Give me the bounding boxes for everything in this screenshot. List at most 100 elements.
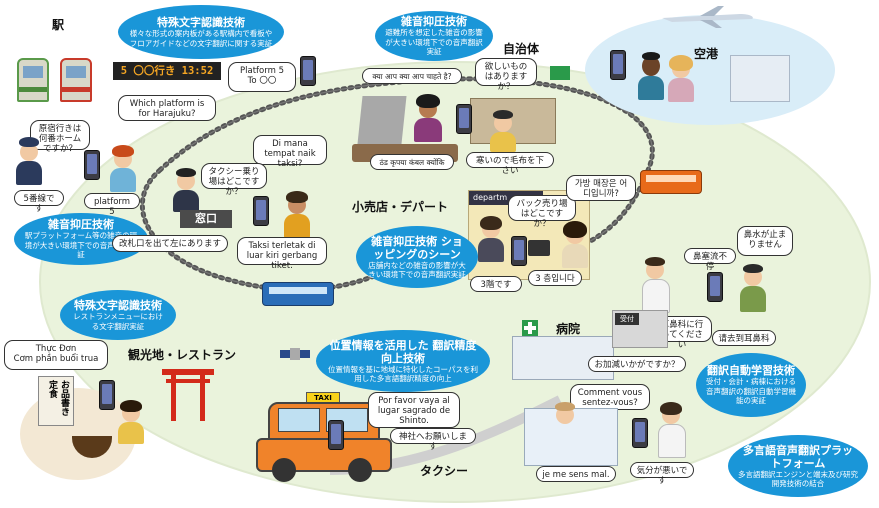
- train-icon: [60, 58, 92, 102]
- municipal-staff-figure: [488, 108, 518, 152]
- phone-icon: [84, 150, 100, 180]
- phone-icon: [707, 272, 723, 302]
- diner-figure: [116, 398, 146, 444]
- traveler-figure: [666, 52, 696, 102]
- airplane-icon: [660, 6, 756, 28]
- patient-figure: [738, 262, 768, 312]
- speech-counter-question-id: Di mana tempat naik taksi?: [253, 135, 327, 169]
- speech-taxi-jp: 神社へお願いします: [390, 428, 476, 452]
- speech-municipality-jp-2: 寒いので毛布を下さい: [466, 152, 554, 176]
- blob-location-translation: 位置情報を活用した 翻訳精度向上技術 位置情報を基に地域に特化したコーパスを利用…: [316, 330, 490, 392]
- phone-icon: [610, 50, 626, 80]
- speech-station-question-en: Which platform is for Harajuku?: [118, 95, 216, 121]
- blob-title: 雑音抑圧技術 ショッピングのシーン: [371, 234, 463, 261]
- speech-shop-ko: 가방 매장은 어디입니까?: [566, 175, 636, 201]
- exit-sign-icon: [550, 66, 570, 80]
- phone-icon: [300, 56, 316, 86]
- shop-staff-figure: [476, 214, 506, 262]
- speech-menu-translation: Thực Đơn Cơm phần buổi trua: [4, 340, 108, 370]
- phone-icon: [511, 236, 527, 266]
- speech-taxi-es: Por favor vaya al lugar sagrado de Shint…: [368, 392, 460, 428]
- speech-station-answer-en: platform 5: [84, 193, 140, 217]
- speech-counter-question-jp: タクシー乗り場はどこですか？: [201, 163, 267, 197]
- speech-counter-answer-jp: 改札口を出て左にあります: [112, 235, 228, 252]
- blob-translation-platform: 多言語音声翻訳プラットフォーム 多言語翻訳エンジンと端末及び研究開発技術の結合: [728, 435, 868, 497]
- phone-icon: [253, 196, 269, 226]
- traveler-figure: [282, 188, 312, 238]
- blob-title: 特殊文字認識技術: [157, 16, 245, 29]
- speech-municipality-hi: क्या आप क्या आप चाहते है?: [362, 68, 462, 84]
- traveler-figure: [636, 48, 666, 100]
- blob-title: 多言語音声翻訳プラットフォーム: [743, 443, 853, 470]
- led-board: 5 〇〇行き 13:52: [113, 62, 221, 80]
- hospital-label: 病院: [556, 322, 581, 336]
- commuter-train-icon: [262, 282, 334, 306]
- torii-gate-icon: [162, 369, 214, 421]
- blob-desc: 駅プラットフォーム等の雑音の環境が大きい環境下での音声翻訳実証: [24, 231, 138, 260]
- speech-ward-jp: お加減いかがですか？: [588, 356, 686, 372]
- blob-noise-suppression-shop: 雑音抑圧技術 ショッピングのシーン 店舗内などの雑音の影響が大きい環境下での音声…: [356, 226, 478, 288]
- blob-auto-learning: 翻訳自動学習技術 受付・会計・病棟における音声翻訳の翻訳自動学習機能の実証: [696, 353, 806, 417]
- speech-hospital-jp: 鼻水が止まりません: [737, 226, 793, 256]
- phone-icon: [328, 420, 344, 450]
- taxi-vehicle: TAXI: [256, 392, 392, 484]
- phone-icon: [456, 104, 472, 134]
- blob-title: 雑音抑圧技術: [48, 218, 114, 232]
- speech-municipality-jp: 欲しいものはありますか？: [475, 58, 537, 92]
- hospital-cross-icon: [522, 320, 538, 336]
- counter-sign: 窓口: [180, 210, 232, 228]
- speech-platform-translation: Platform 5 To 〇〇: [228, 62, 296, 92]
- bedridden-patient-figure: [550, 400, 580, 436]
- airport-building: [730, 55, 790, 102]
- satellite-icon: [280, 346, 310, 362]
- retail-label: 小売店・デパート: [352, 200, 449, 214]
- blob-title: 雑音抑圧技術: [401, 15, 467, 29]
- blob-char-recognition-restaurant: 特殊文字認識技術 レストランメニューにおける文字翻訳実証: [60, 290, 176, 340]
- traveler-figure: [108, 142, 138, 192]
- food-bowl-icon: [72, 436, 112, 458]
- blob-desc: 受付・会計・病棟における音声翻訳の翻訳自動学習機能の実証: [706, 377, 796, 406]
- register-icon: [528, 240, 550, 256]
- reception-counter: 受付: [612, 310, 668, 348]
- blob-desc: 様々な形式の案内板がある駅構内で看板やフロアガイドなどの文字翻訳に関する実証: [129, 29, 273, 48]
- airport-label: 空港: [694, 47, 719, 61]
- speech-shop-ko-2: 3 층입니다: [528, 270, 582, 286]
- taxi-label: タクシー: [420, 464, 469, 478]
- blob-title: 翻訳自動学習技術: [707, 364, 795, 378]
- doctor-figure: [640, 255, 670, 313]
- blob-desc: 店舗内などの雑音の影響が大きい環境下での音声翻訳実証: [368, 260, 466, 280]
- blob-desc: 位置情報を基に地域に特化したコーパスを利用した多言語翻訳精度の向上: [328, 364, 478, 384]
- ruined-building: [357, 96, 407, 144]
- blob-desc: 多言語翻訳エンジンと端末及び研究開発技術の結合: [738, 469, 858, 489]
- menu-sign: お品書き 定食: [38, 376, 74, 426]
- speech-ward-fr: Comment vous sentez-vous?: [570, 384, 650, 410]
- express-train-icon: [640, 170, 702, 194]
- blob-title: 位置情報を活用した 翻訳精度向上技術: [329, 338, 477, 365]
- reception-sign: 受付: [615, 313, 639, 325]
- blob-desc: 避難所を想定した雑音の影響が大きい環境下での音声翻訳実証: [385, 28, 483, 57]
- speech-ward-jp-2: 気分が悪いです: [630, 462, 694, 486]
- customer-figure: [560, 220, 590, 268]
- blob-char-recognition-station: 特殊文字認識技術 様々な形式の案内板がある駅構内で看板やフロアガイドなどの文字翻…: [118, 5, 284, 59]
- speech-shop-jp: バック売り場はどこですか？: [508, 195, 576, 229]
- station-staff-figure: [14, 135, 44, 185]
- speech-hospital-cn-2: 请去到耳鼻科: [712, 330, 776, 346]
- phone-icon: [99, 380, 115, 410]
- train-icon: [17, 58, 49, 102]
- speech-counter-answer-id: Taksi terletak di luar kiri gerbang tike…: [237, 237, 327, 271]
- municipality-label: 自治体: [503, 42, 540, 56]
- counter-staff-figure: [172, 166, 200, 212]
- speech-station-answer-jp: 5番線です: [14, 190, 64, 214]
- blob-desc: レストランメニューにおける文字翻訳実証: [73, 312, 163, 331]
- blob-title: 特殊文字認識技術: [74, 299, 162, 312]
- station-label: 駅: [52, 18, 65, 32]
- tourism-label: 観光地・レストラン: [128, 348, 237, 362]
- speech-shop-jp-2: 3階です: [470, 276, 522, 292]
- evacuee-figure: [412, 92, 444, 142]
- phone-icon: [632, 418, 648, 448]
- speech-municipality-hi-2: ठंड कृपया कंबल क्योंकि: [370, 154, 454, 170]
- blob-noise-suppression-municipality: 雑音抑圧技術 避難所を想定した雑音の影響が大きい環境下での音声翻訳実証: [375, 11, 493, 61]
- nurse-figure: [656, 400, 686, 458]
- speech-hospital-cn: 鼻塞流不停: [684, 248, 736, 272]
- speech-station-question-jp: 原宿行きは何番ホームですか？: [30, 120, 90, 154]
